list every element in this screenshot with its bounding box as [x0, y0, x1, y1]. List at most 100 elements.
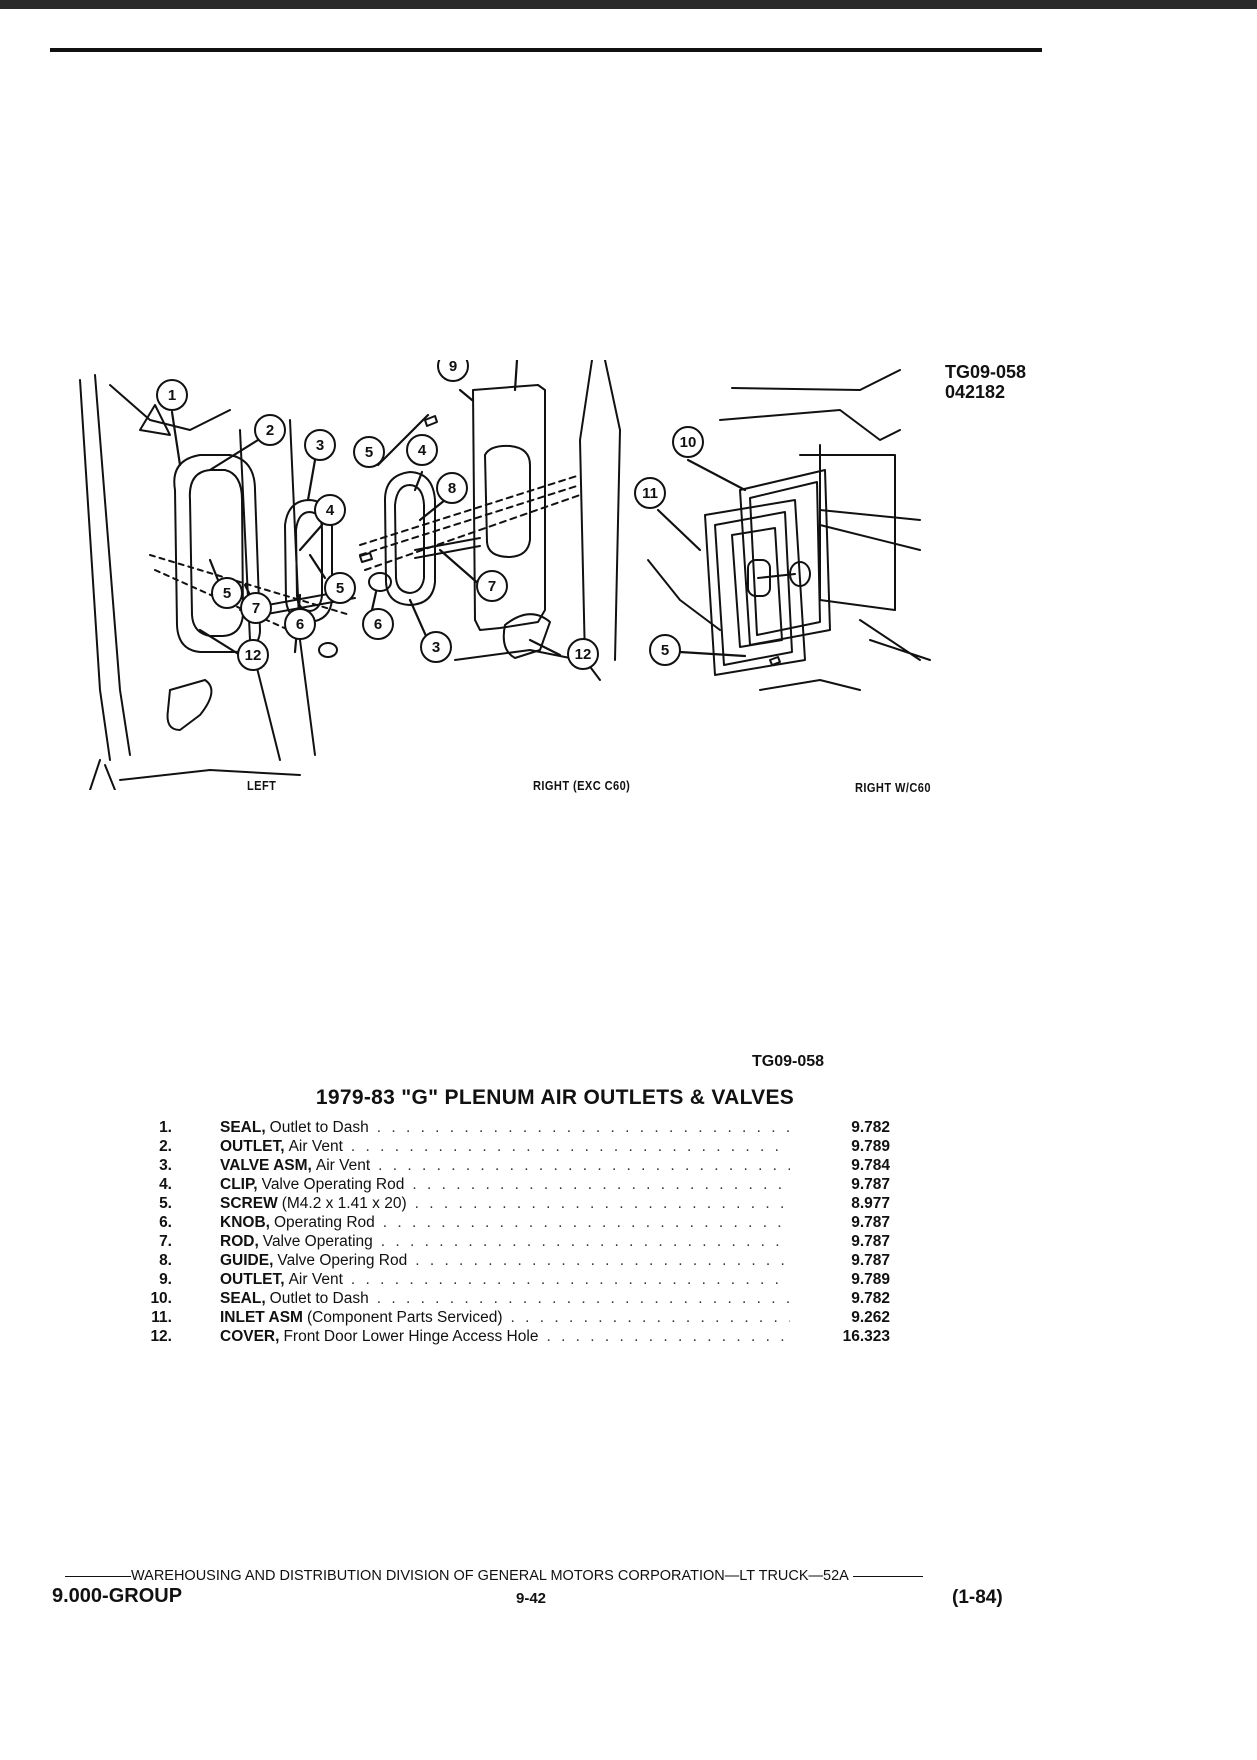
callout-8: 8 [436, 472, 468, 504]
part-description: Air Vent [288, 1138, 343, 1155]
callout-9: 9 [437, 360, 469, 382]
footer-rule-left [65, 1575, 131, 1577]
svg-text:4: 4 [418, 442, 427, 459]
part-name: OUTLET, [220, 1271, 285, 1288]
part-name: COVER, [220, 1328, 280, 1345]
part-number: 1. [159, 1119, 172, 1136]
callout-5: 5 [353, 436, 385, 468]
group-code: 9.784 [851, 1157, 890, 1174]
callout-6: 6 [284, 608, 316, 640]
part-description: Valve Operating [262, 1233, 373, 1250]
header-rule [50, 48, 1042, 52]
group-code: 9.787 [851, 1214, 890, 1231]
leader-dots: . . . . . . . . . . . . . . . . . . . . … [350, 1138, 790, 1155]
footer-division-line: WAREHOUSING AND DISTRIBUTION DIVISION OF… [65, 1568, 923, 1584]
svg-text:7: 7 [488, 578, 496, 595]
callout-7: 7 [476, 570, 508, 602]
parts-list-row: 9. OUTLET,Air Vent. . . . . . . . . . . … [130, 1270, 950, 1289]
part-description: Valve Opering Rod [277, 1252, 408, 1269]
footer-revision-date: (1-84) [952, 1587, 1003, 1608]
right-with-c60-drawing [647, 369, 931, 691]
exploded-view-illustration: 1 2 3 4 5 5 6 7 12 10 9 5 4 8 7 6 3 12 1… [60, 360, 1050, 790]
part-number: 12. [150, 1328, 172, 1345]
callout-6: 6 [362, 608, 394, 640]
parts-list-row: 11. INLET ASM(Component Parts Serviced).… [130, 1308, 950, 1327]
part-name: GUIDE, [220, 1252, 274, 1269]
part-description: Front Door Lower Hinge Access Hole [283, 1328, 539, 1345]
leader-dots: . . . . . . . . . . . . . . . . . . . . … [546, 1328, 790, 1345]
group-code: 9.789 [851, 1271, 890, 1288]
part-description: Air Vent [315, 1157, 371, 1174]
leader-dots: . . . . . . . . . . . . . . . . . . . . … [412, 1176, 790, 1193]
view-label-right-exc-c60: RIGHT (EXC C60) [533, 778, 631, 793]
footer-group-label: 9.000-GROUP [52, 1585, 183, 1607]
part-name: ROD, [220, 1233, 259, 1250]
group-code: 9.262 [851, 1309, 890, 1326]
parts-list-row: 8. GUIDE,Valve Opering Rod . . . . . . . … [130, 1251, 950, 1270]
parts-list-row: 10. SEAL,Outlet to Dash. . . . . . . . .… [130, 1289, 950, 1308]
part-name: INLET ASM [220, 1309, 303, 1326]
svg-text:6: 6 [296, 616, 304, 633]
callout-5: 5 [324, 572, 356, 604]
parts-list-row: 6. KNOB,Operating Rod. . . . . . . . . .… [130, 1213, 950, 1232]
callout-7: 7 [240, 592, 272, 624]
parts-list-row: 12. COVER,Front Door Lower Hinge Access … [130, 1327, 950, 1346]
part-number: 3. [159, 1157, 172, 1174]
callout-5: 5 [211, 577, 243, 609]
part-name: SEAL, [220, 1119, 266, 1136]
parts-list-row: 3. VALVE ASM,Air Vent. . . . . . . . . .… [130, 1156, 950, 1175]
callout-12: 12 [237, 639, 269, 671]
leader-dots: . . . . . . . . . . . . . . . . . . . . … [414, 1195, 790, 1212]
group-code: 16.323 [842, 1328, 890, 1345]
svg-text:3: 3 [316, 437, 324, 454]
part-name: SEAL, [220, 1290, 266, 1307]
parts-list-title: 1979-83 "G" PLENUM AIR OUTLETS & VALVES [315, 1086, 795, 1109]
svg-text:10: 10 [680, 434, 697, 451]
part-description: Outlet to Dash [269, 1119, 369, 1136]
parts-list-row: 4. CLIP,Valve Operating Rod. . . . . . .… [130, 1175, 950, 1194]
callout-2: 2 [254, 414, 286, 446]
callout-10: 10 [672, 426, 704, 458]
callout-3: 3 [420, 631, 452, 663]
callout-12: 12 [567, 638, 599, 670]
svg-text:12: 12 [245, 647, 262, 664]
svg-text:3: 3 [432, 639, 440, 656]
part-name: SCREW [220, 1195, 278, 1212]
part-number: 4. [159, 1176, 172, 1193]
svg-text:5: 5 [661, 642, 669, 659]
right-exc-c60-drawing [359, 360, 621, 681]
svg-text:4: 4 [326, 502, 335, 519]
group-code: 9.789 [851, 1138, 890, 1155]
part-number: 2. [159, 1138, 172, 1155]
group-code: 9.782 [851, 1290, 890, 1307]
callout-4: 4 [406, 434, 438, 466]
group-code: 8.977 [851, 1195, 890, 1212]
svg-text:7: 7 [252, 600, 260, 617]
parts-list: 1. SEAL,Outlet to Dash. . . . . . . . . … [130, 1118, 950, 1346]
part-name: VALVE ASM, [220, 1157, 312, 1174]
svg-text:11: 11 [642, 485, 658, 502]
group-code: 9.787 [851, 1176, 890, 1193]
view-label-left: LEFT [247, 778, 277, 793]
part-number: 7. [159, 1233, 172, 1250]
callout-3: 3 [304, 429, 336, 461]
svg-text:5: 5 [223, 585, 231, 602]
callout-5: 5 [649, 634, 681, 666]
leader-dots: . . . . . . . . . . . . . . . . . . . . … [380, 1233, 790, 1250]
leader-dots: . . . . . . . . . . . . . . . . . . . . … [415, 1252, 790, 1269]
group-code: 9.787 [851, 1252, 890, 1269]
footer-division-text: WAREHOUSING AND DISTRIBUTION DIVISION OF… [131, 1568, 849, 1584]
view-label-right-with-c60: RIGHT W/C60 [855, 780, 931, 795]
svg-text:1: 1 [168, 387, 176, 404]
part-name: KNOB, [220, 1214, 270, 1231]
part-description: Valve Operating Rod [261, 1176, 405, 1193]
part-number: 8. [159, 1252, 172, 1269]
leader-dots: . . . . . . . . . . . . . . . . . . . . … [376, 1290, 790, 1307]
parts-list-row: 1. SEAL,Outlet to Dash. . . . . . . . . … [130, 1118, 950, 1137]
parts-list-row: 2. OUTLET,Air Vent. . . . . . . . . . . … [130, 1137, 950, 1156]
callout-leaders [170, 360, 747, 658]
part-number: 11. [151, 1309, 172, 1326]
svg-text:12: 12 [575, 646, 592, 663]
callout-11: 11 [634, 477, 666, 509]
figure-code: TG09-058 [945, 362, 1027, 382]
